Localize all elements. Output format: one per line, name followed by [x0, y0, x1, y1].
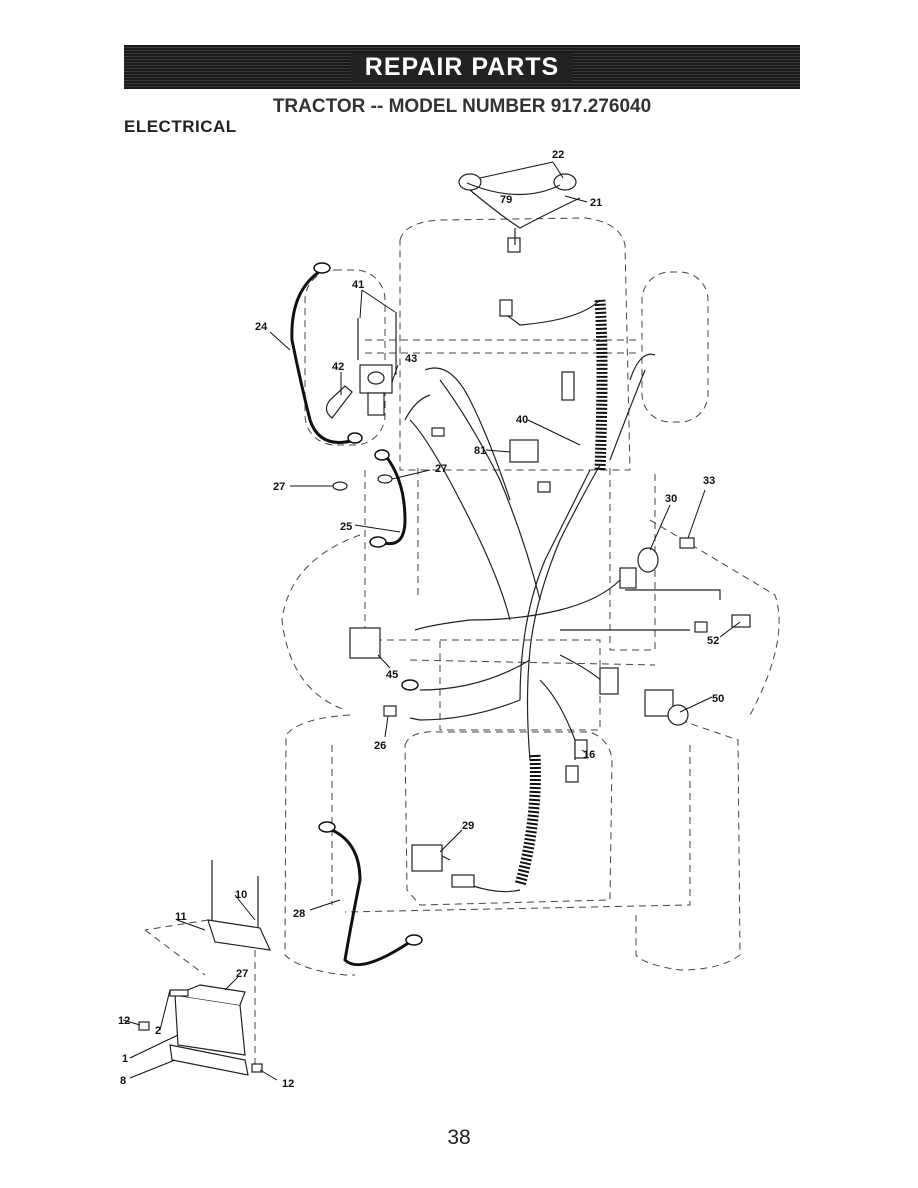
callout-12b: 12	[282, 1078, 294, 1090]
callout-10: 10	[235, 889, 247, 901]
callout-12a: 12	[118, 1015, 130, 1027]
callout-30: 30	[665, 493, 677, 505]
components	[138, 299, 751, 1076]
tractor-outline	[144, 217, 780, 1070]
callout-79: 79	[500, 194, 512, 206]
section-banner: REPAIR PARTS	[124, 45, 800, 89]
callout-40: 40	[516, 414, 528, 426]
callout-42: 42	[332, 361, 344, 373]
callout-43: 43	[405, 353, 417, 365]
wiring-harness	[404, 173, 721, 893]
cable-terminals	[313, 262, 423, 946]
callout-11: 11	[175, 911, 187, 923]
page-title: TRACTOR -- MODEL NUMBER 917.276040	[272, 96, 652, 117]
callout-81: 81	[474, 445, 486, 457]
conduit-coil	[514, 299, 608, 887]
callout-16: 16	[583, 749, 595, 761]
callout-27c: 27	[236, 968, 248, 980]
callout-1: 1	[122, 1053, 128, 1065]
callout-22: 22	[552, 149, 564, 161]
callout-2: 2	[155, 1025, 161, 1037]
banner-title: REPAIR PARTS	[350, 52, 574, 82]
section-heading: ELECTRICAL	[124, 117, 237, 136]
callout-52: 52	[707, 635, 719, 647]
leader-lines	[122, 161, 741, 1081]
battery-cables	[290, 268, 411, 967]
callout-21: 21	[590, 197, 602, 209]
page-number: 38	[447, 1126, 471, 1149]
callout-27a: 27	[273, 481, 285, 493]
callout-28: 28	[293, 908, 305, 920]
callout-24: 24	[255, 321, 268, 333]
callout-25: 25	[340, 521, 352, 533]
callout-27b: 27	[435, 463, 447, 475]
callout-50: 50	[712, 693, 724, 705]
callout-45: 45	[386, 669, 398, 681]
callout-8: 8	[120, 1075, 126, 1087]
callout-41: 41	[352, 279, 364, 291]
callout-29: 29	[462, 820, 474, 832]
callout-26: 26	[374, 740, 386, 752]
callout-33: 33	[703, 475, 715, 487]
